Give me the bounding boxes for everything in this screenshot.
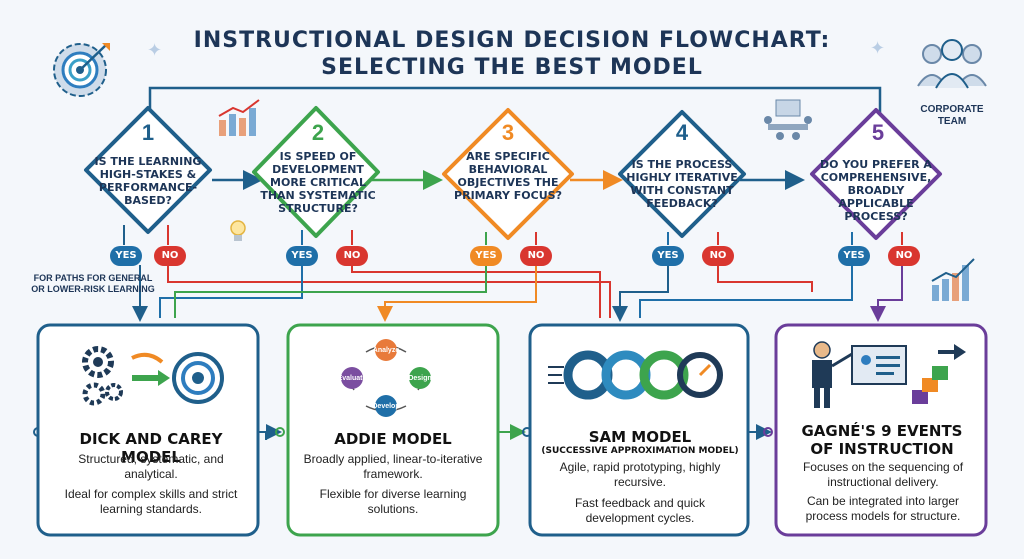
model-1-desc2: Ideal for complex skills and strict lear… bbox=[64, 487, 238, 516]
sparkle-icon: ✦ bbox=[870, 38, 886, 58]
decision-3-question: ARE SPECIFIC BEHAVIORAL OBJECTIVES THE P… bbox=[454, 150, 562, 202]
decision-2-number: 2 bbox=[311, 120, 325, 145]
decision-1-number: 1 bbox=[141, 120, 155, 145]
decision-5-question: DO YOU PREFER A COMPREHENSIVE, BROADLY A… bbox=[820, 158, 932, 223]
model-4-desc2: Can be integrated into larger process mo… bbox=[805, 494, 961, 523]
addie-evaluate: Evaluate bbox=[337, 375, 367, 382]
decision-3-yes[interactable]: YES bbox=[470, 246, 502, 266]
lower-risk-note: FOR PATHS FOR GENERAL OR LOWER-RISK LEAR… bbox=[31, 273, 155, 294]
model-4-desc1: Focuses on the sequencing of instruction… bbox=[802, 460, 964, 489]
meeting-icon bbox=[764, 99, 812, 140]
route-no1 bbox=[167, 265, 611, 318]
route-yes3 bbox=[174, 265, 487, 318]
presenter-icon bbox=[812, 341, 966, 408]
decision-3-number: 3 bbox=[501, 120, 515, 145]
decision-3-no[interactable]: NO bbox=[520, 246, 552, 266]
decision-5-yes[interactable]: YES bbox=[838, 246, 870, 266]
decision-1-question: IS THE LEARNING HIGH-STAKES & PERFORMANC… bbox=[94, 155, 202, 207]
decision-1-yes[interactable]: YES bbox=[110, 246, 142, 266]
model-3-desc1: Agile, rapid prototyping, highly recursi… bbox=[559, 460, 721, 489]
decision-4-diamond bbox=[618, 110, 746, 238]
route-no3-addie bbox=[377, 265, 537, 322]
model-2-box bbox=[286, 323, 500, 537]
decision-1-no[interactable]: NO bbox=[154, 246, 186, 266]
model-3-box bbox=[528, 323, 750, 537]
decision-4-question: IS THE PROCESS HIGHLY ITERATIVE WITH CON… bbox=[626, 158, 738, 210]
addie-analyze: Analyze bbox=[372, 347, 400, 354]
decision-1-diamond bbox=[84, 106, 212, 234]
page-title-line2: SELECTING THE BEST MODEL bbox=[321, 55, 703, 80]
model-1-desc1: Structured, systematic, and analytical. bbox=[78, 452, 224, 481]
model-4-name: GAGNÉ'S 9 EVENTS OF INSTRUCTION bbox=[801, 422, 963, 458]
decision-2-yes[interactable]: YES bbox=[286, 246, 318, 266]
model-1-name: DICK AND CAREY MODEL bbox=[79, 430, 223, 466]
decision-2-diamond bbox=[252, 106, 380, 238]
route-yes2 bbox=[159, 265, 303, 318]
decision-3-diamond bbox=[442, 108, 574, 240]
route-yes4-sam bbox=[612, 265, 669, 322]
gear-target-icon bbox=[53, 43, 110, 97]
growth-chart-icon bbox=[931, 258, 975, 301]
corporate-team-label: CORPORATE TEAM bbox=[920, 104, 984, 127]
decision-4-no[interactable]: NO bbox=[702, 246, 734, 266]
model-3-subtitle: (SUCCESSIVE APPROXIMATION MODEL) bbox=[541, 446, 739, 456]
decision-4-yes[interactable]: YES bbox=[652, 246, 684, 266]
decision-5-no[interactable]: NO bbox=[888, 246, 920, 266]
route-yes5 bbox=[639, 265, 853, 318]
top-loop-line bbox=[148, 86, 882, 118]
model-3-desc2: Fast feedback and quick development cycl… bbox=[574, 496, 706, 525]
model-2-name: ADDIE MODEL bbox=[334, 430, 452, 448]
sparkle-icon: ✦ bbox=[147, 40, 163, 60]
route-no4 bbox=[717, 265, 813, 292]
page-title-line1: INSTRUCTIONAL DESIGN DECISION FLOWCHART: bbox=[193, 28, 831, 53]
model-2-desc2: Flexible for diverse learning solutions. bbox=[319, 487, 467, 516]
iteration-loops-icon bbox=[548, 350, 723, 400]
model-3-name: SAM MODEL bbox=[588, 428, 692, 446]
route-no5-gagne bbox=[870, 265, 903, 322]
decision-5-number: 5 bbox=[871, 120, 885, 145]
model-2-desc1: Broadly applied, linear-to-iterative fra… bbox=[303, 452, 483, 481]
addie-develop: Develop bbox=[372, 403, 400, 410]
addie-cycle-diagram bbox=[341, 339, 431, 417]
gears-target-icon bbox=[82, 346, 224, 406]
decision-5-diamond bbox=[810, 108, 942, 240]
corporate-team-icon bbox=[917, 39, 987, 89]
bar-chart-icon bbox=[218, 99, 260, 136]
addie-design: Design bbox=[408, 375, 432, 382]
route-no2 bbox=[351, 265, 601, 318]
decision-2-no[interactable]: NO bbox=[336, 246, 368, 266]
decision-4-number: 4 bbox=[675, 120, 689, 145]
decision-2-question: IS SPEED OF DEVELOPMENT MORE CRITICAL TH… bbox=[260, 150, 376, 215]
lightbulb-icon bbox=[230, 220, 246, 241]
